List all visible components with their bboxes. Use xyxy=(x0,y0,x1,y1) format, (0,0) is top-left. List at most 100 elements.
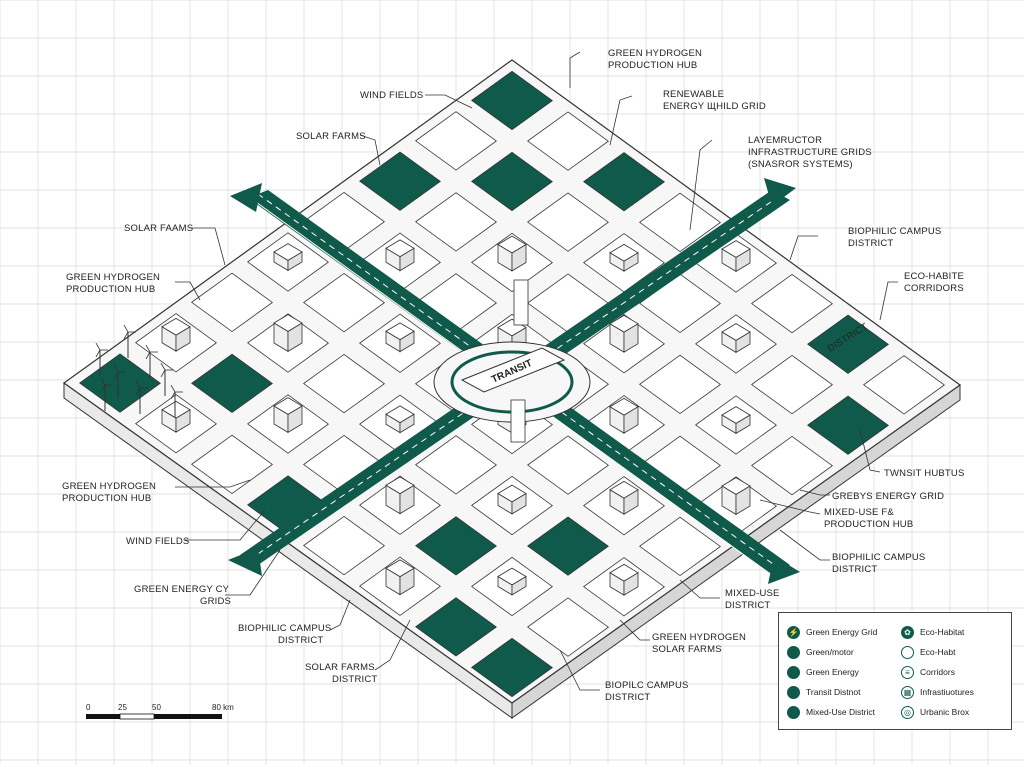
building xyxy=(385,559,415,578)
district-block xyxy=(414,111,498,171)
building xyxy=(273,314,303,332)
green-district-block xyxy=(582,152,666,212)
circle-icon xyxy=(787,685,800,699)
green-district-block xyxy=(358,151,442,211)
building xyxy=(385,239,415,258)
legend-item: Eco-Habt xyxy=(901,643,955,661)
building xyxy=(721,240,751,258)
legend-item: Mixed-Use District xyxy=(787,703,875,721)
scale-tick-0: 0 xyxy=(86,703,91,712)
ring-icon: ◎ xyxy=(901,705,914,719)
district-block xyxy=(638,354,722,415)
building xyxy=(497,567,527,586)
callout-twnsit: TWNSIT HUBTUS xyxy=(884,468,965,479)
leaf-icon: ✿ xyxy=(901,625,914,639)
legend: ⚡Green Energy Grid ✿Eco-Habitat Green/mo… xyxy=(778,612,1012,730)
legend-item: ≡Corridors xyxy=(901,663,955,681)
wind-turbine-icon xyxy=(135,380,148,414)
legend-item: ⚡Green Energy Grid xyxy=(787,625,878,639)
district-block xyxy=(302,272,386,333)
building xyxy=(161,317,191,336)
green-district-block xyxy=(806,314,890,374)
green-district-block xyxy=(806,395,890,455)
scale-tick-50: 50 xyxy=(152,703,161,712)
bolt-icon: ⚡ xyxy=(787,625,800,639)
legend-item: Green Energy xyxy=(787,663,859,681)
wind-turbine-icon xyxy=(95,342,108,376)
building xyxy=(273,243,303,261)
district-block xyxy=(190,272,274,333)
green-district-block xyxy=(470,70,554,131)
district-block xyxy=(302,353,386,414)
district-block xyxy=(750,435,834,496)
building xyxy=(721,477,751,495)
building xyxy=(273,397,303,415)
green-district-block xyxy=(190,353,274,414)
central-transit-hub: TRANSIT xyxy=(433,279,591,443)
circle-icon xyxy=(787,645,800,659)
wind-turbine-icon xyxy=(113,364,126,398)
building xyxy=(721,406,751,424)
scale-tick-25: 25 xyxy=(118,703,127,712)
building xyxy=(497,235,527,254)
green-district-block xyxy=(470,637,554,698)
district-block xyxy=(638,192,722,253)
green-district-block xyxy=(526,516,610,576)
legend-item: Transit Distnot xyxy=(787,683,860,701)
building xyxy=(497,318,527,337)
district-block xyxy=(302,515,386,576)
building xyxy=(609,314,639,333)
legend-item: ▦Infrastiuotures xyxy=(901,683,974,701)
green-district-block xyxy=(414,516,498,576)
building xyxy=(161,400,191,419)
building xyxy=(385,476,415,495)
building xyxy=(609,480,639,499)
district-block xyxy=(750,273,834,334)
building xyxy=(721,323,751,341)
district-block xyxy=(414,192,498,252)
circle-outline-icon xyxy=(901,645,914,659)
green-district-block xyxy=(414,597,498,657)
callout-solar-left: SOLAR FAAMS xyxy=(124,223,193,234)
building xyxy=(385,322,415,341)
wind-turbine-icon xyxy=(170,384,183,418)
legend-item: Green/motor xyxy=(787,643,854,661)
district-block xyxy=(862,355,946,415)
building xyxy=(609,563,639,582)
circle-icon xyxy=(787,665,800,679)
arrow-ne xyxy=(764,178,796,206)
callout-wind-top: WIND FIELDS xyxy=(360,90,423,101)
district-block xyxy=(750,354,834,415)
callout-grebys: GREBYS ENERGY GRID xyxy=(832,491,944,502)
building xyxy=(385,405,415,424)
wind-turbine-icon xyxy=(123,324,136,358)
callout-mixed-r: MIXED-USE F&PRODUCTION HUB xyxy=(824,507,913,530)
callout-wind-left: WIND FIELDS xyxy=(126,536,189,547)
scale-bar: 0 25 50 80 km xyxy=(86,703,234,720)
building xyxy=(497,484,527,503)
scale-tick-80: 80 km xyxy=(212,703,234,712)
district-block xyxy=(526,435,610,495)
arrow-nw xyxy=(230,183,262,212)
district-block xyxy=(526,111,610,171)
district-block xyxy=(526,597,610,657)
legend-item: ✿Eco-Habitat xyxy=(901,623,964,641)
district-block xyxy=(638,516,722,577)
district-blocks xyxy=(78,70,946,698)
green-district-block xyxy=(470,151,554,212)
circle-icon xyxy=(787,705,800,719)
wind-turbine-icon xyxy=(145,344,158,378)
arrow-sw xyxy=(228,548,262,576)
